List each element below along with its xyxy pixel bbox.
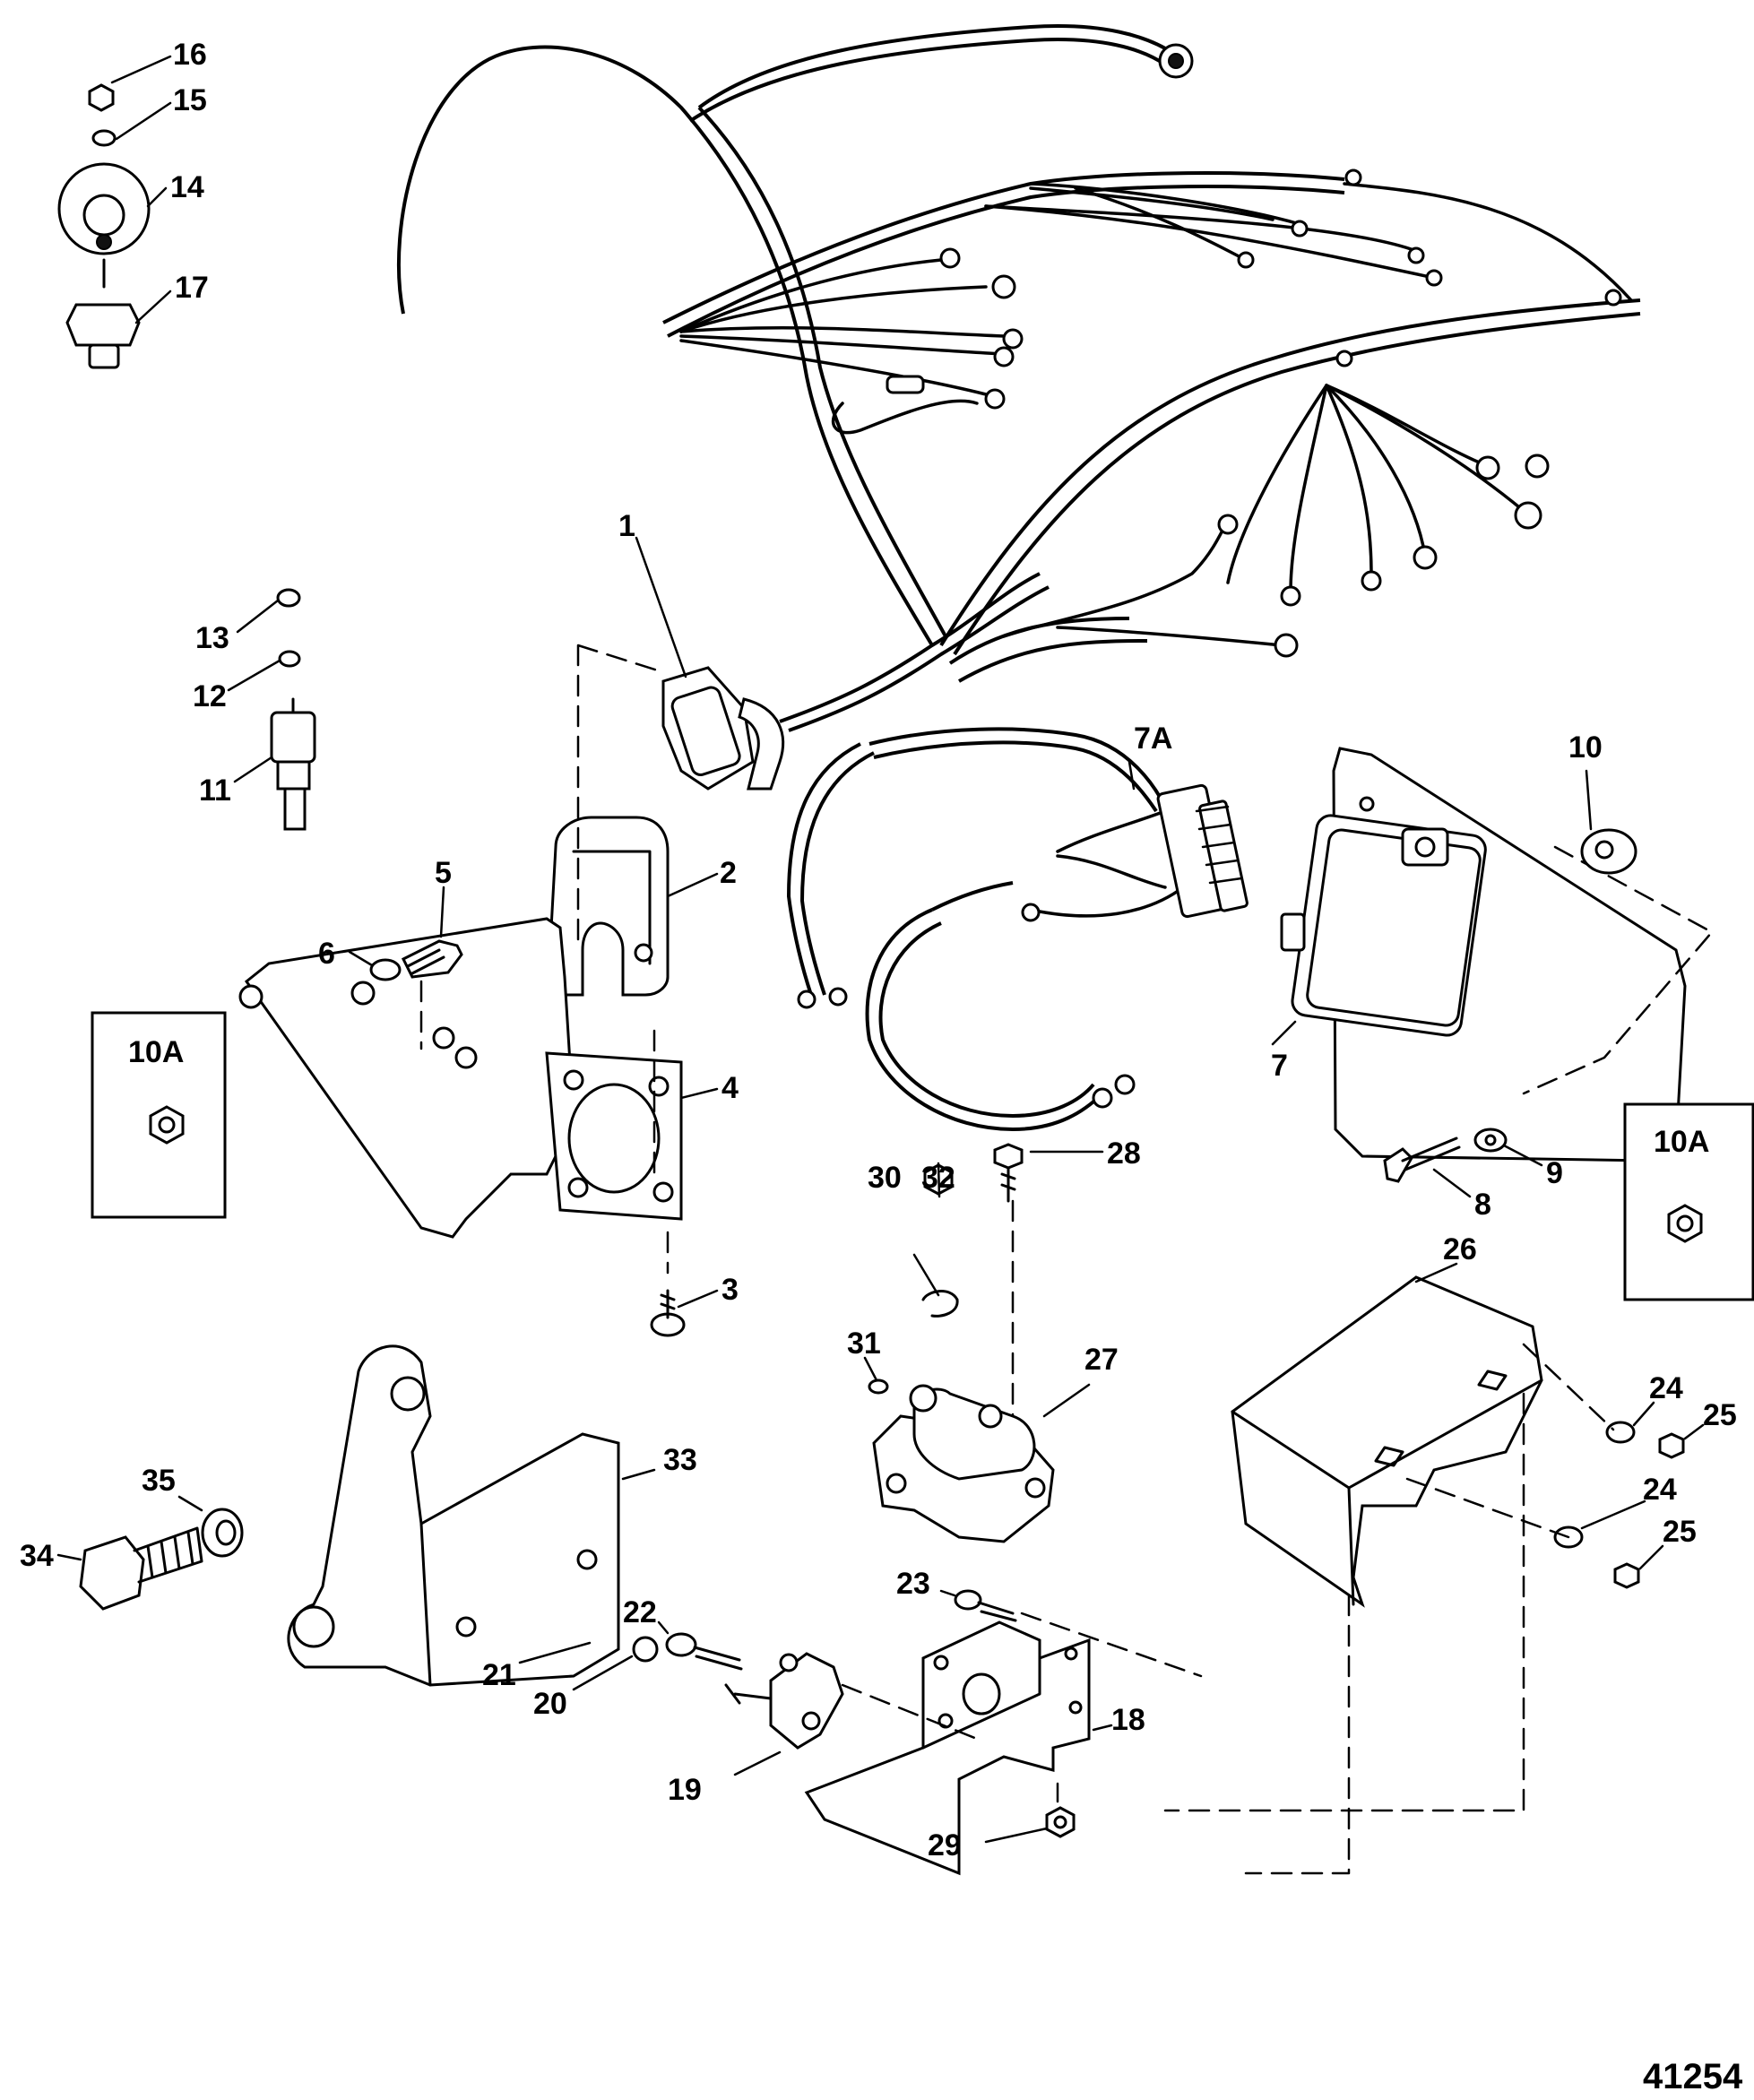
- callout-25-top: 25: [1703, 1398, 1737, 1432]
- callout-27: 27: [1084, 1343, 1119, 1377]
- cover-26: [1163, 1275, 1615, 1875]
- callout-10: 10: [1568, 730, 1603, 765]
- callout-4: 4: [721, 1071, 739, 1105]
- callout-leader-lines: [56, 55, 1705, 1844]
- bracket-assembly: [238, 644, 683, 1275]
- callout-2: 2: [720, 856, 737, 890]
- hardware-items: [57, 83, 1754, 1838]
- callout-10a-right: 10A: [1654, 1125, 1709, 1159]
- bracket-33: [287, 1344, 620, 1687]
- bracket-18: [804, 1612, 1203, 1876]
- callout-20: 20: [533, 1687, 567, 1721]
- callout-26: 26: [1443, 1232, 1477, 1266]
- callout-34: 34: [20, 1539, 54, 1573]
- solenoid-27: [872, 1384, 1055, 1543]
- component-19: [724, 1652, 979, 1750]
- callout-6: 6: [318, 937, 335, 971]
- callout-10a-left: 10A: [128, 1035, 184, 1069]
- callout-11: 11: [199, 773, 231, 808]
- bolt-34: [79, 1526, 203, 1611]
- callout-28: 28: [1107, 1136, 1141, 1171]
- callout-7: 7: [1271, 1049, 1288, 1083]
- callout-7a: 7A: [1134, 722, 1172, 756]
- harness-connector: [661, 666, 785, 791]
- washer-35: [201, 1508, 244, 1558]
- callout-23: 23: [896, 1567, 930, 1601]
- callout-16: 16: [173, 38, 207, 72]
- callout-3: 3: [721, 1273, 739, 1307]
- harness-wire-leads: [679, 43, 1633, 658]
- callout-21: 21: [482, 1658, 516, 1692]
- callout-24-top: 24: [1649, 1371, 1683, 1405]
- callout-12: 12: [193, 679, 227, 713]
- callout-8: 8: [1474, 1188, 1491, 1222]
- callout-1: 1: [618, 509, 635, 543]
- callout-5: 5: [435, 856, 452, 890]
- callout-31: 31: [847, 1327, 881, 1361]
- callout-13: 13: [195, 621, 229, 655]
- callout-33: 33: [663, 1443, 697, 1477]
- callout-17: 17: [175, 271, 209, 305]
- callout-35: 35: [142, 1464, 176, 1498]
- callout-14: 14: [170, 170, 204, 204]
- callout-29: 29: [928, 1828, 962, 1862]
- wiring-harness: [397, 24, 1641, 732]
- callout-25-bottom: 25: [1663, 1515, 1697, 1549]
- sub-harness-7a: [786, 727, 1249, 1132]
- callout-19: 19: [668, 1773, 702, 1807]
- callout-18: 18: [1111, 1703, 1145, 1737]
- callout-15: 15: [173, 83, 207, 117]
- callout-9: 9: [1546, 1156, 1563, 1190]
- callout-30: 30: [868, 1161, 902, 1195]
- callout-32: 32: [921, 1161, 955, 1195]
- callout-24-bottom: 24: [1643, 1473, 1677, 1507]
- figure-number: 41254: [1643, 2057, 1743, 2096]
- callout-labels: 16 15 14 17 13 12 11 1 2 4 3 5 6 10A 7A …: [20, 38, 1743, 2096]
- ignition-module-7: [1280, 747, 1714, 1162]
- callout-22: 22: [623, 1595, 657, 1629]
